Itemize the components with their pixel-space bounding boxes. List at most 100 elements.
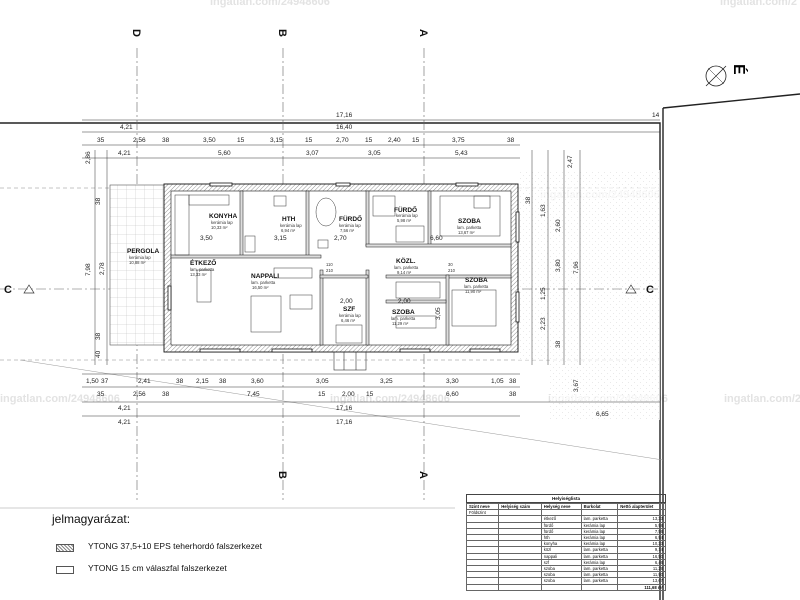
legend-item: YTONG 15 cm válaszfal falszerkezet: [88, 563, 227, 573]
svg-text:1,50: 1,50: [86, 378, 99, 385]
section-marker-left: C: [4, 284, 35, 296]
furniture: [174, 194, 501, 344]
svg-text:38: 38: [507, 137, 515, 144]
svg-text:15: 15: [412, 137, 420, 144]
svg-text:3,30: 3,30: [446, 378, 459, 385]
svg-text:3,80: 3,80: [555, 259, 562, 272]
svg-text:2,47: 2,47: [567, 155, 574, 168]
svg-text:3,05: 3,05: [435, 307, 442, 320]
axis-marker-a-bottom: A: [417, 471, 429, 479]
svg-text:40: 40: [95, 350, 102, 358]
room-label-szoba-3: SZOBA lam. parketta 11,29 m²: [391, 309, 416, 326]
table-total-row: 111,68 m²: [465, 583, 666, 591]
interior-walls: [170, 190, 512, 346]
svg-text:7,56 m²: 7,56 m²: [340, 228, 355, 233]
svg-text:11,90 m²: 11,90 m²: [465, 289, 482, 294]
table-title: Helyiséglista: [466, 494, 666, 503]
svg-text:KÖZL.: KÖZL.: [396, 256, 416, 265]
svg-text:2,00: 2,00: [340, 298, 353, 305]
svg-text:kerámia lap: kerámia lap: [211, 220, 233, 225]
room-label-szf: SZF kerámia lap 6,46 m²: [339, 306, 361, 323]
svg-text:38: 38: [509, 378, 517, 385]
table-level-row: Földszint: [465, 509, 666, 517]
svg-text:kerámia lap: kerámia lap: [339, 223, 361, 228]
svg-text:SZOBA: SZOBA: [465, 277, 488, 284]
svg-text:110: 110: [326, 262, 333, 267]
room-label-kozl: KÖZL. lam. parketta 9,14 m²: [394, 256, 419, 275]
svg-text:7,45: 7,45: [247, 391, 260, 398]
pergola-area: [109, 184, 165, 346]
svg-text:kerámia lap: kerámia lap: [280, 223, 302, 228]
svg-text:37: 37: [101, 378, 109, 385]
svg-text:4,21: 4,21: [118, 419, 131, 426]
room-label-szoba-1: SZOBA lam. parketta 13,67 m²: [457, 218, 482, 235]
watermark: ingatlan.com/2: [720, 0, 797, 8]
svg-text:4,21: 4,21: [118, 150, 131, 157]
svg-text:A: A: [417, 471, 429, 479]
room-label-etkezo: ÉTKEZŐ lam. parketta 13,33 m²: [190, 258, 216, 277]
svg-text:2,86: 2,86: [85, 151, 92, 164]
svg-text:2,40: 2,40: [388, 137, 401, 144]
svg-text:6,60: 6,60: [446, 391, 459, 398]
inner-dims: 3,50 3,15 2,70 6,60 2,00 2,00 3,05 110 2…: [200, 235, 456, 320]
table-header: Nettó alapterület: [617, 502, 666, 511]
table-total: 111,68 m²: [617, 583, 666, 591]
svg-text:lam. parketta: lam. parketta: [394, 265, 419, 270]
svg-text:NAPPALI: NAPPALI: [251, 273, 279, 280]
legend-title: jelmagyarázat:: [52, 512, 131, 526]
svg-text:2,23: 2,23: [540, 317, 547, 330]
svg-text:1,25: 1,25: [540, 287, 547, 300]
svg-text:3,25: 3,25: [380, 378, 393, 385]
dim-top-overall: 17,16: [336, 112, 353, 119]
svg-text:38: 38: [162, 391, 170, 398]
table-header: Helység neve: [540, 502, 582, 511]
svg-text:PERGOLA: PERGOLA: [127, 248, 159, 255]
svg-text:9,14 m²: 9,14 m²: [397, 270, 412, 275]
svg-text:kerámia lap: kerámia lap: [396, 213, 418, 218]
svg-text:3,15: 3,15: [274, 235, 287, 242]
svg-text:3,15: 3,15: [270, 137, 283, 144]
dim-top: 4,21: [120, 124, 133, 131]
svg-text:2,56: 2,56: [133, 137, 146, 144]
svg-text:3,50: 3,50: [200, 235, 213, 242]
svg-text:5,60: 5,60: [218, 150, 231, 157]
svg-text:4,21: 4,21: [118, 405, 131, 412]
legend-swatch-load-bearing: [56, 544, 74, 552]
svg-text:15: 15: [305, 137, 313, 144]
svg-text:15: 15: [318, 391, 326, 398]
svg-text:38: 38: [162, 137, 170, 144]
svg-text:KONYHA: KONYHA: [209, 213, 237, 220]
svg-text:38: 38: [555, 340, 562, 348]
svg-text:13,67 m²: 13,67 m²: [458, 230, 475, 235]
svg-text:B: B: [276, 471, 288, 479]
svg-text:kerámia lap: kerámia lap: [129, 255, 151, 260]
svg-text:210: 210: [448, 268, 456, 273]
svg-text:FÜRDŐ: FÜRDŐ: [394, 205, 417, 214]
svg-text:lam. parketta: lam. parketta: [251, 280, 276, 285]
svg-text:3,50: 3,50: [203, 137, 216, 144]
svg-text:7,96: 7,96: [573, 261, 580, 274]
entrance-steps: [333, 351, 367, 371]
svg-text:17,16: 17,16: [336, 419, 353, 426]
svg-text:11,29 m²: 11,29 m²: [392, 321, 409, 326]
watermark: ingatlan.com/24948606: [210, 0, 330, 8]
svg-text:5,43: 5,43: [455, 150, 468, 157]
svg-text:2,56: 2,56: [133, 391, 146, 398]
svg-text:1,05: 1,05: [491, 378, 504, 385]
svg-text:15: 15: [237, 137, 245, 144]
svg-text:38: 38: [525, 196, 532, 204]
dim-top-row4: 4,21 5,60 3,07 3,05 5,43: [118, 150, 468, 157]
watermark: ingatlan.com/2: [724, 393, 800, 405]
room-label-furdo-2: FÜRDŐ kerámia lap 5,98 m²: [394, 205, 418, 223]
svg-text:lam. parketta: lam. parketta: [464, 284, 489, 289]
svg-text:HTH: HTH: [282, 216, 296, 223]
north-arrow: É: [705, 64, 749, 87]
svg-text:3,07: 3,07: [306, 150, 319, 157]
table-header: Helyiség szám: [498, 502, 542, 511]
svg-text:6,65: 6,65: [596, 411, 609, 418]
svg-text:3,05: 3,05: [368, 150, 381, 157]
svg-text:C: C: [646, 284, 654, 296]
room-label-furdo: FÜRDŐ kerámia lap 7,56 m²: [339, 214, 362, 233]
